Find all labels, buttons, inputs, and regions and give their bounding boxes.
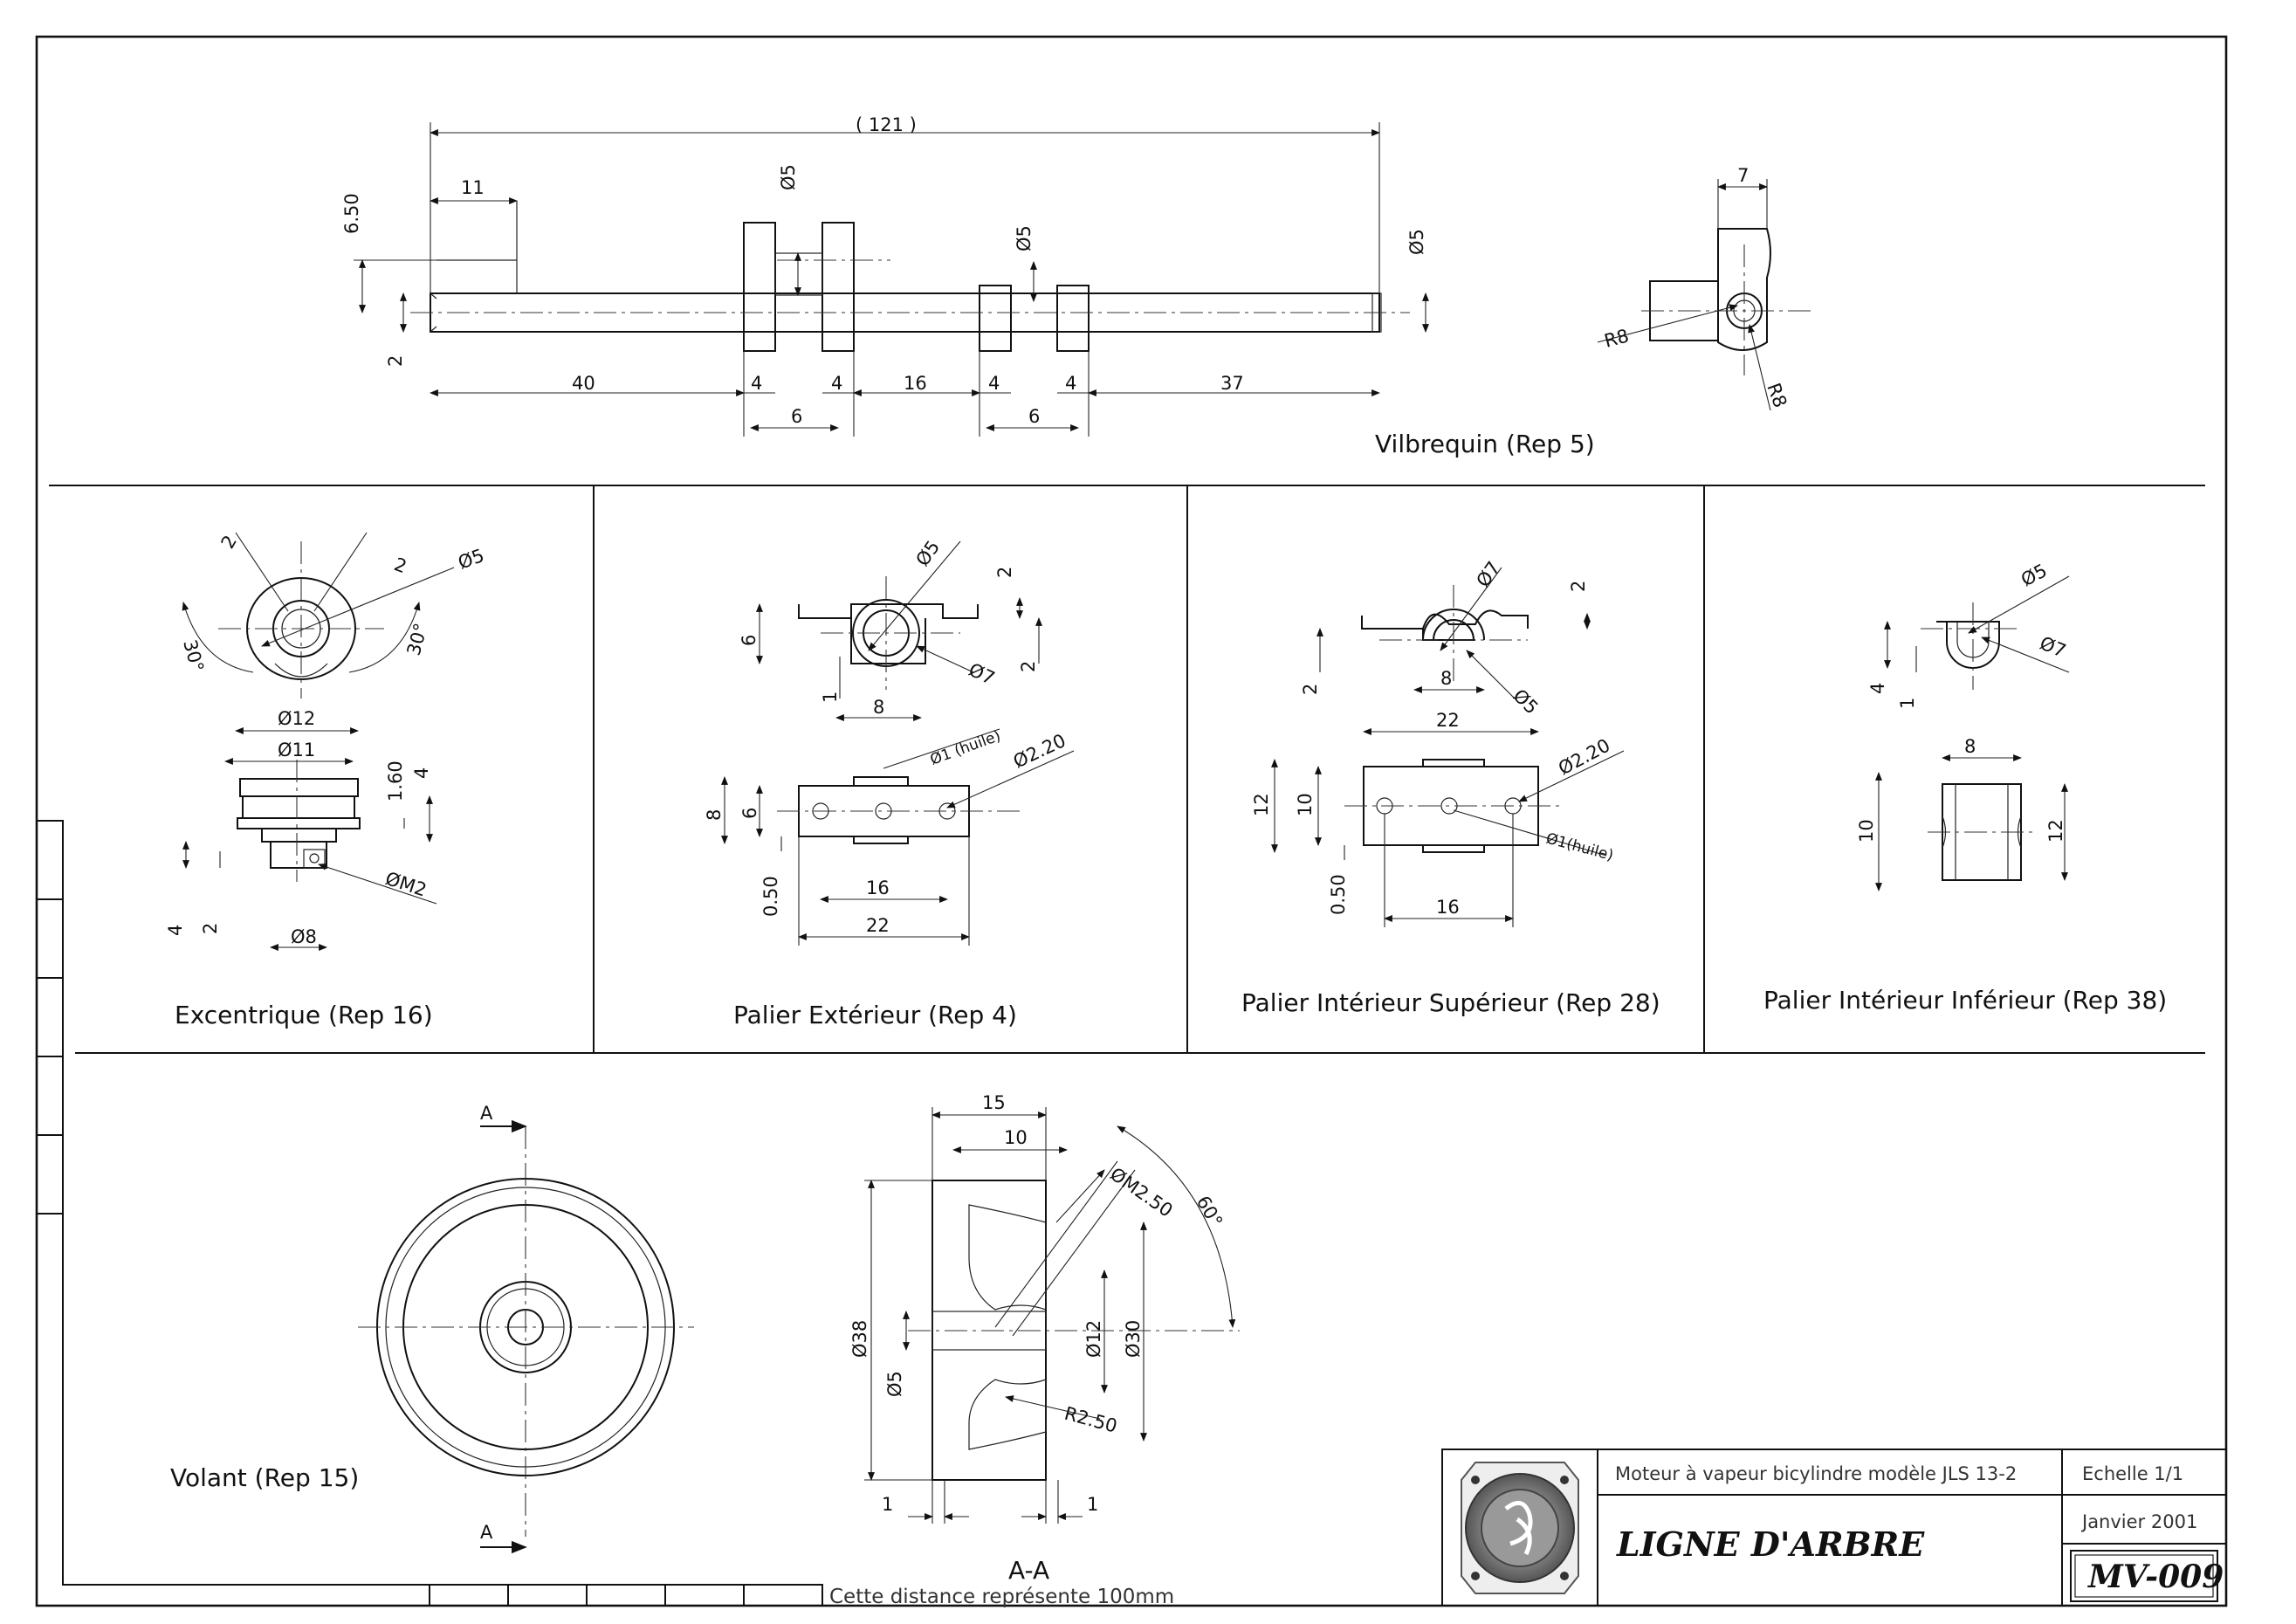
view-palier-exterieur: Ø5 2 6 Ø7 2 1 8 Ø1 (huile) Ø2.20 8 6 0.5… xyxy=(704,537,1075,1029)
dim-121: ( 121 ) xyxy=(856,114,917,135)
dim-8: 8 xyxy=(1440,668,1452,689)
dim-22: 22 xyxy=(866,915,890,936)
dim-4d: 4 xyxy=(1065,373,1076,394)
dim-16: 16 xyxy=(866,877,890,898)
dim-10: 10 xyxy=(1004,1127,1028,1148)
dim-d2-20: Ø2.20 xyxy=(1555,735,1613,780)
dim-d7: Ø7 xyxy=(2037,632,2069,661)
tb-drawing-title: LIGNE D'ARBRE xyxy=(1616,1524,1925,1564)
dim-1-60: 1.60 xyxy=(385,760,406,802)
tb-code: MV-009 xyxy=(2086,1559,2224,1595)
title-excentrique: Excentrique (Rep 16) xyxy=(175,1001,433,1029)
dim-1: 1 xyxy=(820,692,841,703)
dim-d1-huile: Ø1(huile) xyxy=(1544,830,1615,865)
dim-8: 8 xyxy=(1964,736,1976,757)
dim-d30: Ø30 xyxy=(1123,1320,1144,1358)
dim-4c: 4 xyxy=(988,373,1000,394)
dim-40: 40 xyxy=(572,373,595,394)
dim-d7: Ø7 xyxy=(1472,558,1504,591)
section-marker-bottom: A xyxy=(480,1522,493,1543)
dim-16: 16 xyxy=(1436,897,1460,918)
dim-m2-50: ØM2.50 xyxy=(1106,1163,1176,1221)
dim-1a: 1 xyxy=(882,1494,893,1515)
dim-60deg: 60° xyxy=(1193,1193,1227,1231)
dim-6: 6 xyxy=(739,635,760,646)
dim-d5: Ø5 xyxy=(456,545,487,574)
dim-16: 16 xyxy=(904,373,927,394)
dim-2b: 2 xyxy=(1018,661,1039,672)
view-vilbrequin: ( 121 ) 11 6.50 2 Ø5 Ø5 Ø5 40 4 4 16 4 4… xyxy=(341,114,1816,458)
tb-date: Janvier 2001 xyxy=(2080,1511,2197,1532)
title-section-a-a: A-A xyxy=(1008,1556,1049,1585)
drawing-frame xyxy=(35,35,2228,1607)
dim-4-top: 4 xyxy=(411,767,432,779)
dim-d5: Ø5 xyxy=(1509,685,1542,719)
tb-project: Moteur à vapeur bicylindre modèle JLS 13… xyxy=(1615,1463,2017,1484)
dim-m2: ØM2 xyxy=(382,868,429,901)
logo-seal-icon xyxy=(1461,1462,1579,1594)
scale-note: Cette distance représente 100mm xyxy=(829,1586,1174,1608)
view-volant: A A Volant (Rep 15) 15 10 ØM2.50 60° xyxy=(170,1092,1240,1585)
dim-30b: 30° xyxy=(403,621,432,657)
title-palier-int-inf: Palier Intérieur Inférieur (Rep 38) xyxy=(1763,986,2167,1015)
dim-11: 11 xyxy=(461,177,485,198)
dim-d5-crank2: Ø5 xyxy=(1014,225,1035,251)
tb-scale: Echelle 1/1 xyxy=(2082,1463,2183,1484)
dim-0-50: 0.50 xyxy=(760,876,781,917)
section-a-a: 15 10 ØM2.50 60° Ø38 Ø12 Ø30 Ø5 R2.50 xyxy=(849,1092,1240,1585)
dim-4: 4 xyxy=(1867,683,1888,694)
dim-15: 15 xyxy=(982,1092,1006,1113)
dim-10: 10 xyxy=(1856,819,1877,843)
dim-2b: 2 xyxy=(1300,684,1321,695)
dim-0-50: 0.50 xyxy=(1328,874,1349,915)
dim-2a: 2 xyxy=(1568,581,1589,592)
title-volant: Volant (Rep 15) xyxy=(170,1463,359,1492)
dim-4a: 4 xyxy=(751,373,762,394)
dim-d11: Ø11 xyxy=(278,740,315,760)
dim-2: 2 xyxy=(385,355,406,367)
title-palier-exterieur: Palier Extérieur (Rep 4) xyxy=(733,1001,1017,1029)
dim-6-50: 6.50 xyxy=(341,193,362,234)
dim-22: 22 xyxy=(1436,710,1460,731)
view-excentrique: 2 2 Ø5 30° 30° Ø12 Ø11 1.60 4 ØM2 4 2 Ø8… xyxy=(165,532,487,1029)
title-block: Moteur à vapeur bicylindre modèle JLS 13… xyxy=(1441,1449,2227,1607)
view-palier-int-inf: Ø5 Ø7 4 1 8 10 12 Palier Intérieur Infér… xyxy=(1763,560,2167,1015)
dim-r2-50: R2.50 xyxy=(1062,1403,1119,1437)
dim-d1-huile: Ø1 (huile) xyxy=(928,727,1003,769)
view-palier-int-sup: Ø7 2 2 8 Ø5 22 Ø2.20 12 10 Ø1(huile) 0.5… xyxy=(1241,558,1660,1017)
dim-d5: Ø5 xyxy=(884,1371,905,1397)
dim-6a: 6 xyxy=(791,406,802,427)
dim-8-side: 8 xyxy=(704,809,725,821)
dim-d5: Ø5 xyxy=(911,537,944,570)
dim-d12: Ø12 xyxy=(278,708,315,729)
dim-6-side: 6 xyxy=(739,808,760,819)
dim-12: 12 xyxy=(2045,819,2066,843)
section-marker-top: A xyxy=(480,1103,493,1124)
dim-1: 1 xyxy=(1897,698,1918,709)
dim-d5-end: Ø5 xyxy=(1406,229,1427,255)
dim-2-left: 2 xyxy=(200,923,221,934)
dim-d38: Ø38 xyxy=(849,1320,870,1358)
dim-r8-a: R8 xyxy=(1602,325,1631,351)
dim-4b: 4 xyxy=(831,373,842,394)
dim-d5-crank1: Ø5 xyxy=(778,164,799,190)
dim-4-left: 4 xyxy=(165,925,186,936)
dim-12: 12 xyxy=(1251,793,1272,816)
title-palier-int-sup: Palier Intérieur Supérieur (Rep 28) xyxy=(1241,988,1660,1017)
dim-r8-b: R8 xyxy=(1763,381,1791,410)
dim-37: 37 xyxy=(1220,373,1244,394)
dim-1b: 1 xyxy=(1087,1494,1098,1515)
dim-6b: 6 xyxy=(1028,406,1040,427)
dim-d7: Ø7 xyxy=(966,659,998,689)
dim-10: 10 xyxy=(1295,793,1316,816)
dim-d12: Ø12 xyxy=(1083,1320,1104,1358)
dim-d8: Ø8 xyxy=(291,926,317,947)
title-vilbrequin: Vilbrequin (Rep 5) xyxy=(1375,430,1595,458)
dim-8: 8 xyxy=(873,697,884,718)
dim-7: 7 xyxy=(1737,165,1749,186)
dim-d5: Ø5 xyxy=(2018,560,2051,590)
dim-2b: 2 xyxy=(391,554,409,577)
dim-2a: 2 xyxy=(994,567,1015,578)
